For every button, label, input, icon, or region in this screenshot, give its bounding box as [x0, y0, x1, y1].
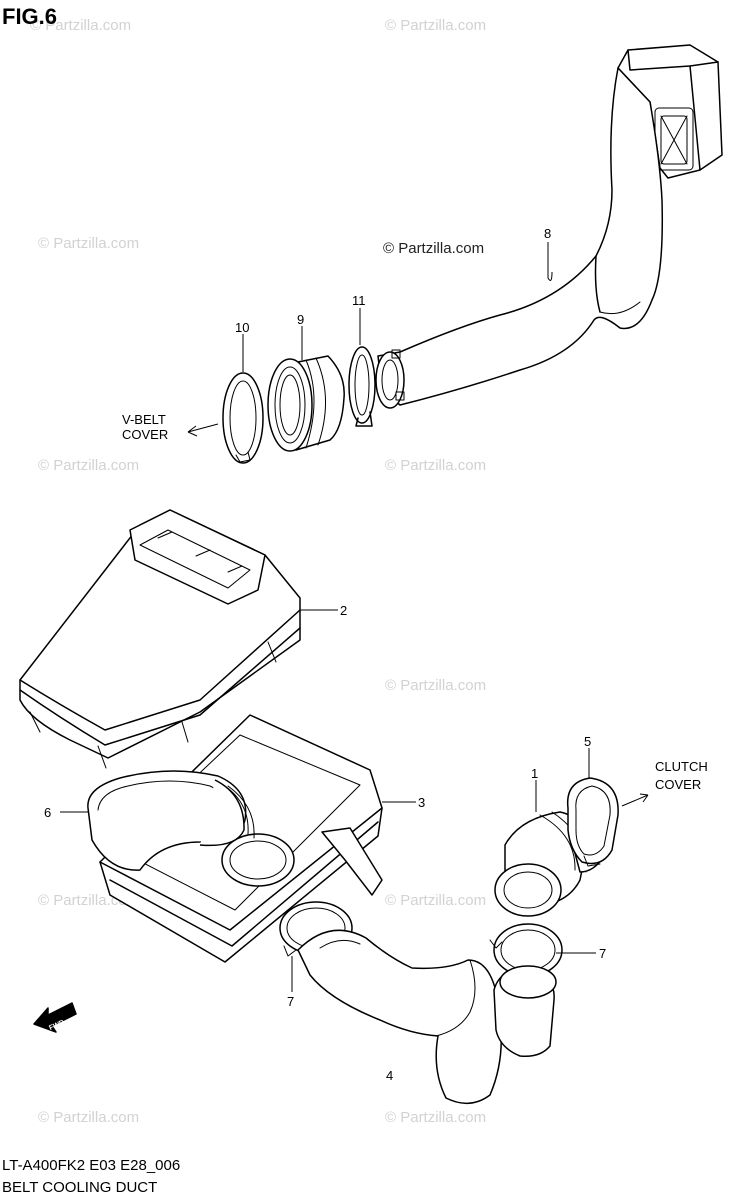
callout-2: 2: [340, 603, 347, 618]
clutch-arrow: [621, 793, 649, 807]
callout-7-left: 7: [287, 994, 294, 1009]
part-6-duct-seal: [87, 770, 255, 871]
part-9-joint: [267, 355, 345, 452]
part-3-case: [99, 714, 383, 963]
callout-11: 11: [352, 293, 366, 308]
watermark: © Partzilla.com: [30, 17, 131, 34]
watermark: © Partzilla.com: [38, 235, 139, 252]
part-10-seal: [222, 372, 264, 464]
clutch-cover-label-line2: COVER: [655, 777, 701, 792]
watermark: © Partzilla.com: [385, 1109, 486, 1126]
diagram-title: BELT COOLING DUCT: [2, 1179, 157, 1196]
main-watermark: © Partzilla.com: [383, 240, 484, 257]
watermark: © Partzilla.com: [38, 1109, 139, 1126]
vbelt-cover-label-line1: V-BELT: [122, 412, 166, 427]
vbelt-cover-label-line2: COVER: [122, 427, 168, 442]
part-8-upper-duct: [375, 44, 723, 409]
watermark: © Partzilla.com: [385, 677, 486, 694]
part-2-cover: [19, 509, 301, 769]
callout-9: 9: [297, 312, 304, 327]
watermark: © Partzilla.com: [38, 457, 139, 474]
figure-label: FIG.6: [2, 4, 57, 29]
watermark: © Partzilla.com: [385, 457, 486, 474]
vbelt-arrow: [187, 423, 219, 437]
callout-1: 1: [531, 766, 538, 781]
fwd-indicator: FWD: [33, 1002, 77, 1033]
callout-3: 3: [418, 795, 425, 810]
part-11-clamp: [348, 346, 376, 427]
callout-10: 10: [235, 320, 249, 335]
watermark: © Partzilla.com: [385, 17, 486, 34]
watermark: © Partzilla.com: [385, 892, 486, 909]
callout-8: 8: [544, 226, 551, 241]
part-1-hose: [494, 811, 605, 917]
callout-7-right: 7: [599, 946, 606, 961]
callout-4: 4: [386, 1068, 393, 1083]
model-code: LT-A400FK2 E03 E28_006: [2, 1157, 180, 1174]
callout-6: 6: [44, 805, 51, 820]
part-5-gasket: [566, 777, 619, 867]
leader-lines: [60, 242, 596, 992]
part-4-lower-duct: [297, 929, 557, 1104]
clutch-cover-label-line1: CLUTCH: [655, 759, 708, 774]
callout-5: 5: [584, 734, 591, 749]
